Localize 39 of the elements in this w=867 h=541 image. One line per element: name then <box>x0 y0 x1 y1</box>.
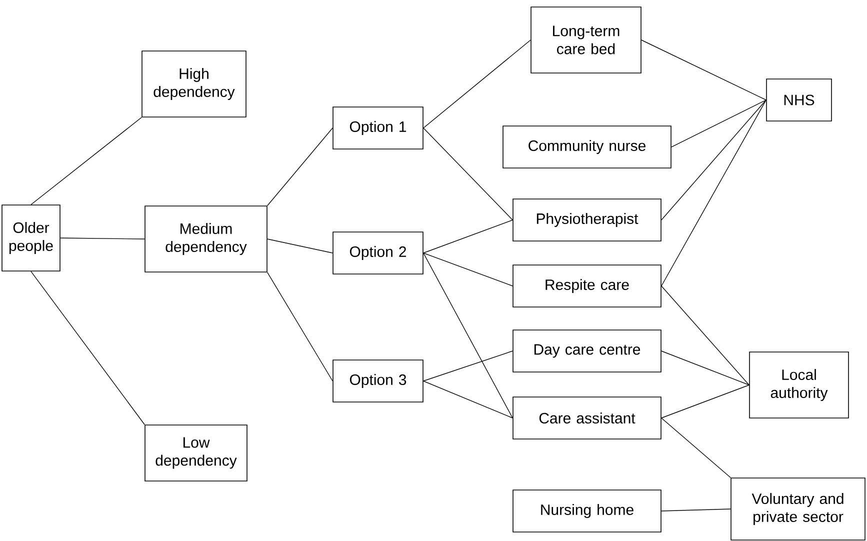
box: High dependency <box>142 50 246 118</box>
connector-line <box>671 100 766 148</box>
box: Option 3 <box>332 360 424 402</box>
connector-line <box>267 238 333 254</box>
connector-line <box>60 238 145 240</box>
connector-line <box>423 220 513 254</box>
box: Low dependency <box>144 424 248 482</box>
box: Physiotherapist <box>512 198 662 242</box>
connector-line <box>30 271 145 425</box>
connector-line <box>30 117 142 205</box>
connector-line <box>661 350 750 386</box>
connector-line <box>661 286 750 386</box>
box: Option 2 <box>332 232 424 274</box>
connector-line <box>423 252 513 286</box>
connector-line <box>661 100 766 286</box>
connector-line <box>267 272 333 382</box>
box: NHS <box>766 78 832 122</box>
box: Long-term care bed <box>530 6 642 74</box>
connector-line <box>661 418 731 478</box>
connector-line <box>423 252 513 418</box>
connector-line <box>423 40 531 128</box>
connector-line <box>423 350 513 382</box>
box: Care assistant <box>512 396 662 440</box>
box: Respite care <box>512 264 662 308</box>
box: Local authority <box>749 352 849 418</box>
box: Nursing home <box>512 490 662 532</box>
connector-line <box>661 508 731 512</box>
box: Medium dependency <box>144 206 268 272</box>
box: Voluntary and private sector <box>730 478 866 540</box>
box: Community nurse <box>502 126 672 168</box>
box: Day care centre <box>512 330 662 372</box>
connector-line <box>641 40 766 100</box>
connector-line <box>423 380 513 418</box>
box: Option 1 <box>332 106 424 150</box>
connector-line <box>661 384 750 418</box>
connector-line <box>423 128 513 220</box>
box: Older people <box>2 204 60 272</box>
connector-line <box>267 128 333 206</box>
connector-line <box>661 100 766 220</box>
